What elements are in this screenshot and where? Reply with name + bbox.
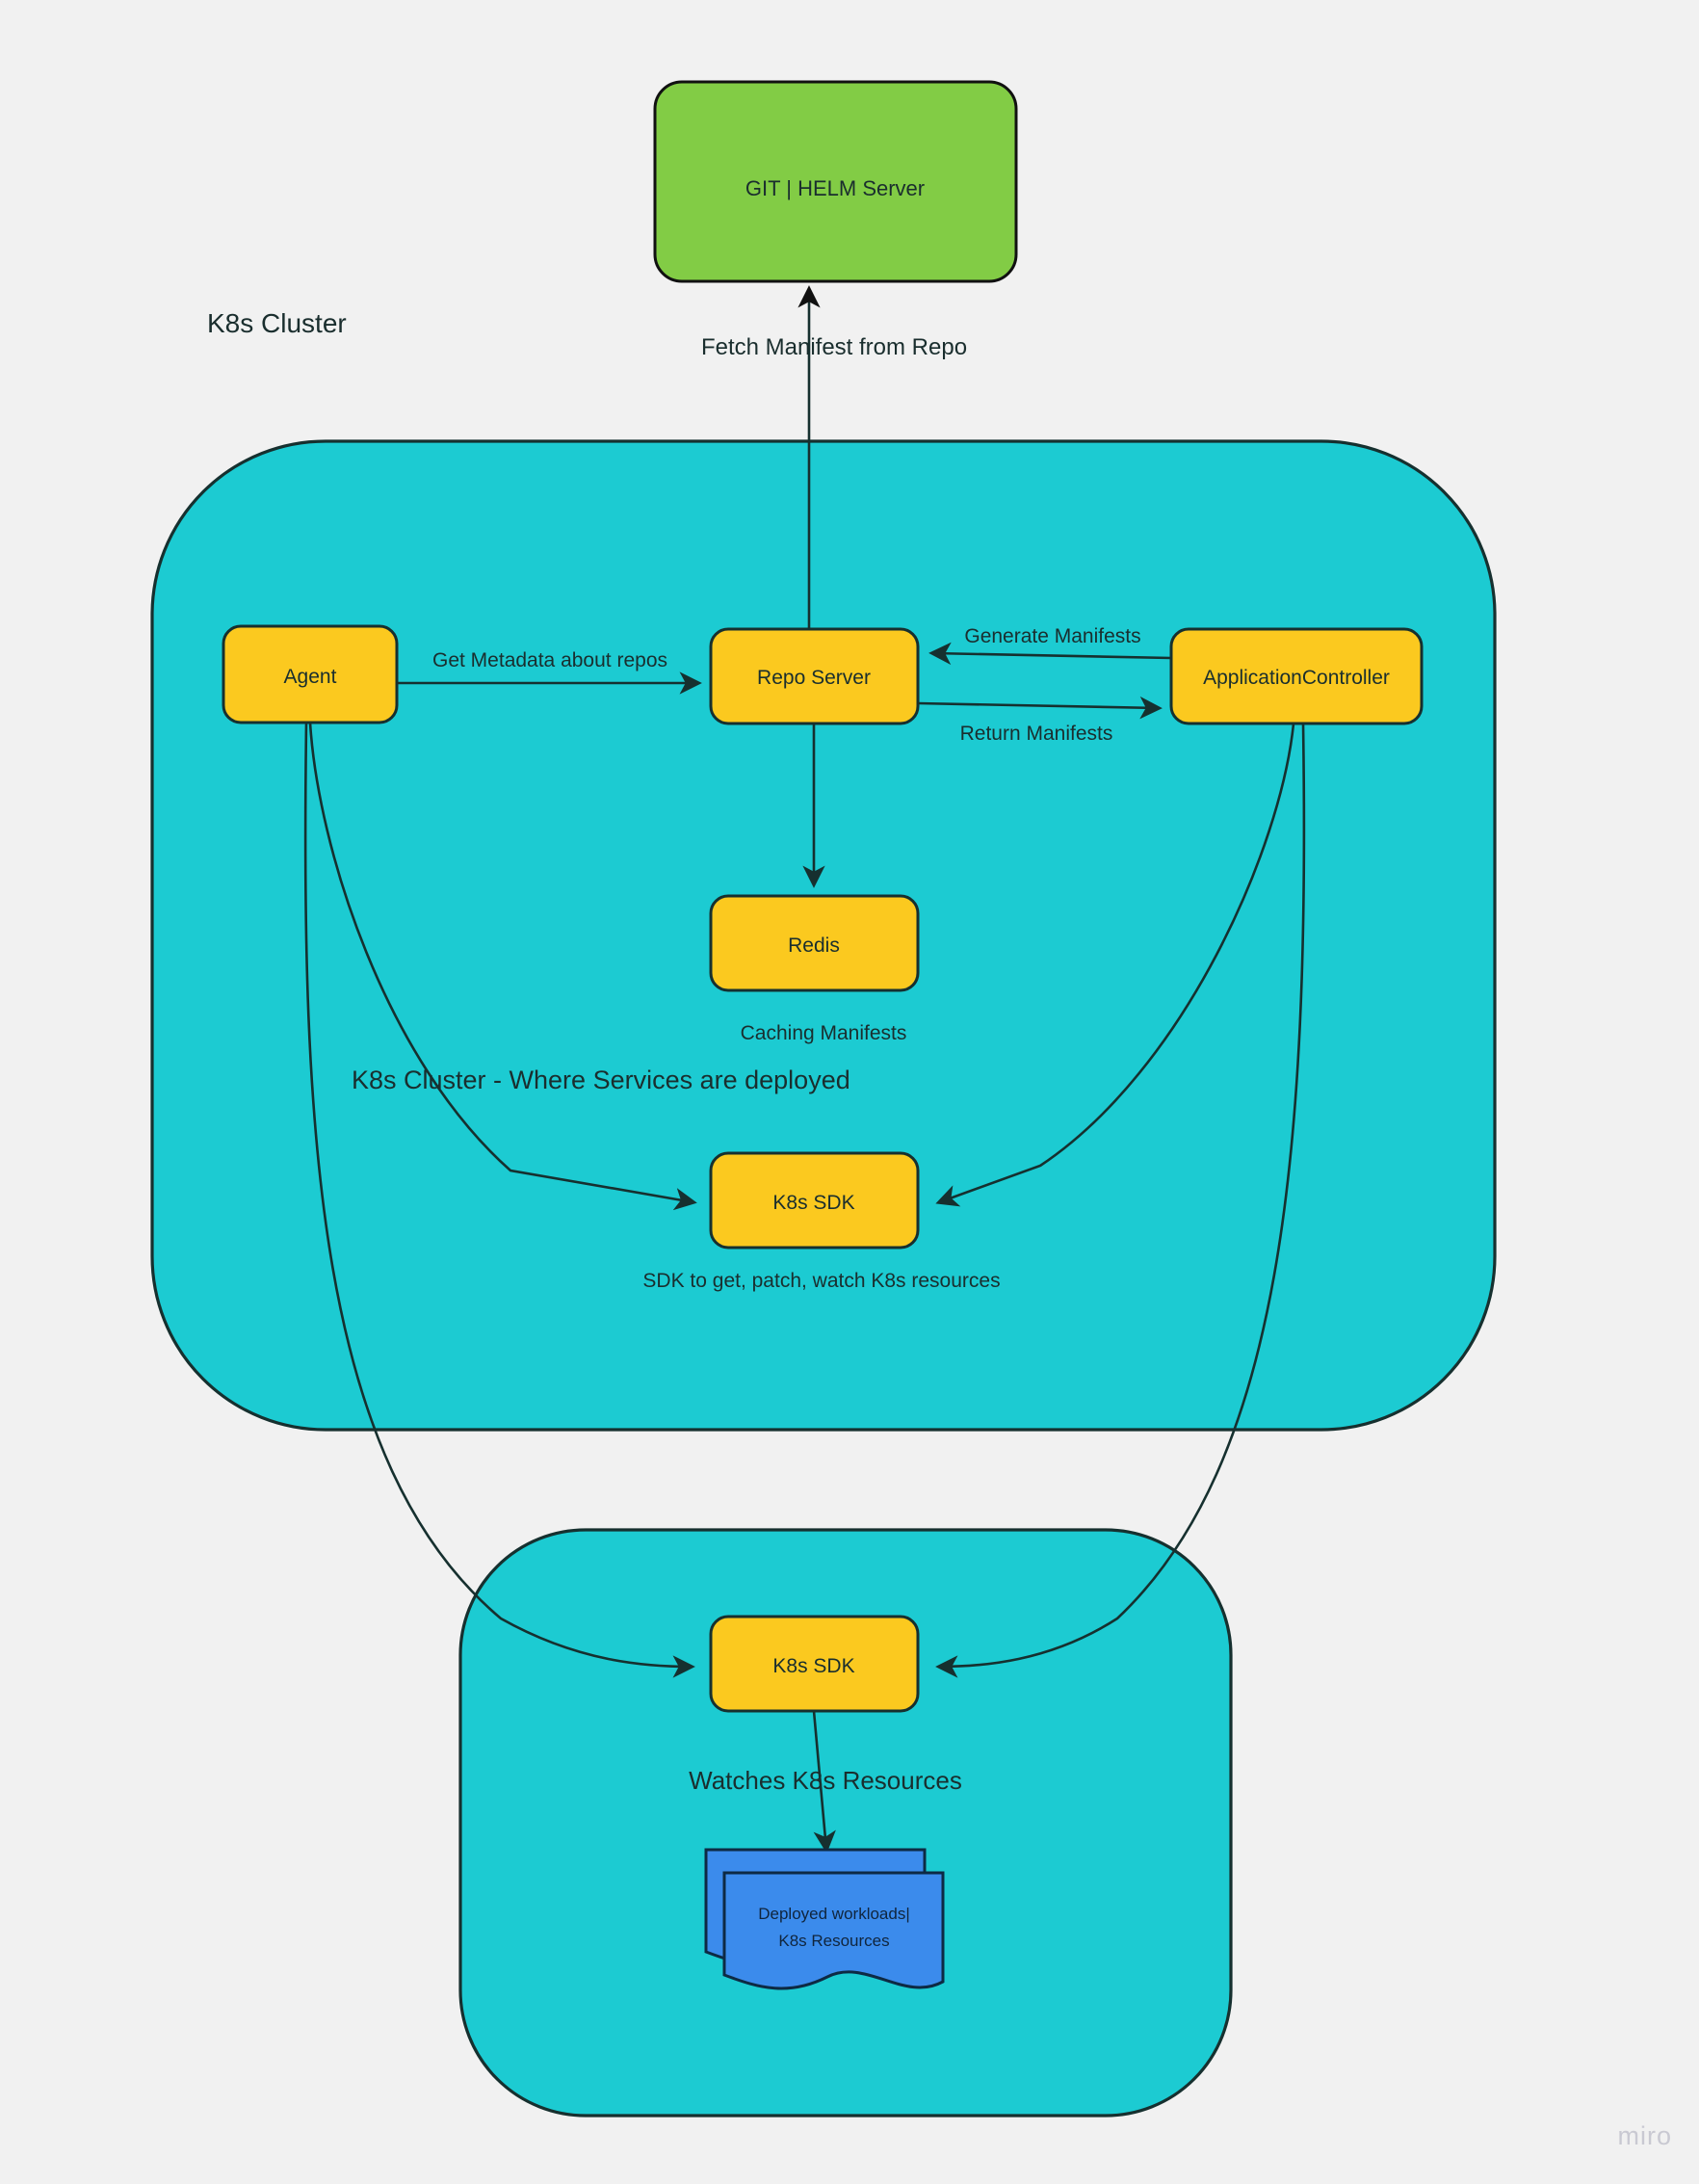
k8s-cluster-services-shape[interactable] — [458, 1528, 1233, 2118]
agent-label: Agent — [284, 666, 337, 688]
repo-server-label: Repo Server — [757, 667, 871, 689]
application-controller-label: ApplicationController — [1203, 667, 1390, 689]
k8s-sdk-top-shape[interactable] — [709, 1151, 920, 1250]
application-controller-shape[interactable] — [1169, 627, 1424, 725]
node-git-helm-server[interactable]: GIT | HELM Server — [653, 80, 1018, 283]
agent-shape[interactable] — [222, 624, 399, 724]
k8s-cluster-label: K8s Cluster — [207, 308, 347, 338]
node-application-controller[interactable]: ApplicationController — [1169, 627, 1424, 725]
edge-repo-server-to-appcontroller[interactable] — [917, 696, 1163, 720]
redis-shape[interactable] — [709, 894, 920, 992]
k8s-sdk-bottom-label: K8s SDK — [772, 1655, 854, 1677]
redis-label: Redis — [788, 934, 840, 957]
k8s-cluster-services-label: K8s Cluster - Where Services are deploye… — [352, 1066, 850, 1094]
k8s-sdk-bottom-shape[interactable] — [709, 1615, 920, 1713]
edge-k8s-sdk-to-workloads[interactable] — [812, 1710, 836, 1854]
edge-appcontroller-to-k8s-sdk-bottom[interactable] — [935, 723, 1306, 1678]
git-helm-server-label: GIT | HELM Server — [745, 176, 925, 200]
edge-label-fetch-manifest: Fetch Manifest from Repo — [701, 334, 967, 360]
edge-appcontroller-to-repo-server[interactable] — [928, 642, 1172, 666]
git-helm-server-shape[interactable] — [653, 80, 1018, 283]
node-k8s-sdk-top[interactable]: K8s SDK — [709, 1151, 920, 1250]
edge-label-return-manifests: Return Manifests — [960, 723, 1113, 745]
edge-label-generate-manifests: Generate Manifests — [964, 625, 1140, 647]
edge-agent-to-k8s-sdk-bottom[interactable] — [303, 722, 695, 1678]
container-k8s-cluster[interactable]: K8s Cluster — [150, 308, 1497, 1432]
node-agent[interactable]: Agent — [222, 624, 399, 724]
container-k8s-cluster-services[interactable]: K8s Cluster - Where Services are deploye… — [352, 1066, 1233, 2118]
edge-appcontroller-to-k8s-sdk-top[interactable] — [935, 723, 1295, 1207]
k8s-sdk-top-label: K8s SDK — [772, 1192, 854, 1214]
edge-label-watches-resources: Watches K8s Resources — [689, 1766, 962, 1795]
deployed-workloads-label-line2: K8s Resources — [778, 1932, 889, 1950]
edge-label-get-metadata: Get Metadata about repos — [432, 649, 667, 671]
node-k8s-sdk-bottom[interactable]: K8s SDK — [709, 1615, 920, 1713]
node-repo-server[interactable]: Repo Server — [709, 627, 920, 725]
edge-agent-to-k8s-sdk-top[interactable] — [308, 722, 697, 1211]
edge-label-sdk-purpose: SDK to get, patch, watch K8s resources — [642, 1270, 1000, 1292]
deployed-workloads-label-line1: Deployed workloads| — [758, 1905, 910, 1923]
node-deployed-workloads[interactable]: Deployed workloads| K8s Resources — [704, 1848, 945, 1990]
deployed-workloads-front-sheet[interactable] — [722, 1871, 945, 1990]
repo-server-shape[interactable] — [709, 627, 920, 725]
miro-watermark: miro — [1617, 2121, 1672, 2150]
node-redis[interactable]: Redis — [709, 894, 920, 992]
edge-label-caching-manifests: Caching Manifests — [741, 1022, 907, 1044]
